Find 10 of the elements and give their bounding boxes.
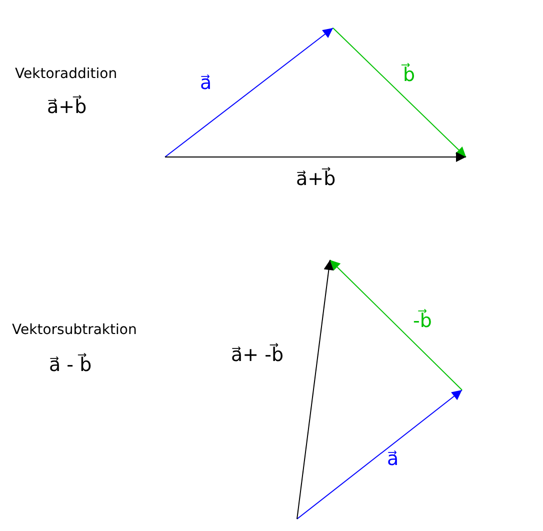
vector-label: a⃗ [200, 72, 212, 95]
vector-label: a⃗+b⃗ [47, 96, 87, 119]
heading-text: Vektoraddition [15, 66, 118, 83]
vector-label: a⃗+b⃗ [296, 168, 336, 191]
vector-label: a⃗ [387, 448, 399, 471]
heading-text: Vektorsubtraktion [12, 322, 137, 339]
vector-label: -b⃗ [413, 310, 432, 333]
vector-label: a⃗+ -b⃗ [231, 344, 284, 367]
vector-label: b⃗ [403, 64, 416, 87]
vector-label: a⃗ - b⃗ [49, 354, 92, 377]
